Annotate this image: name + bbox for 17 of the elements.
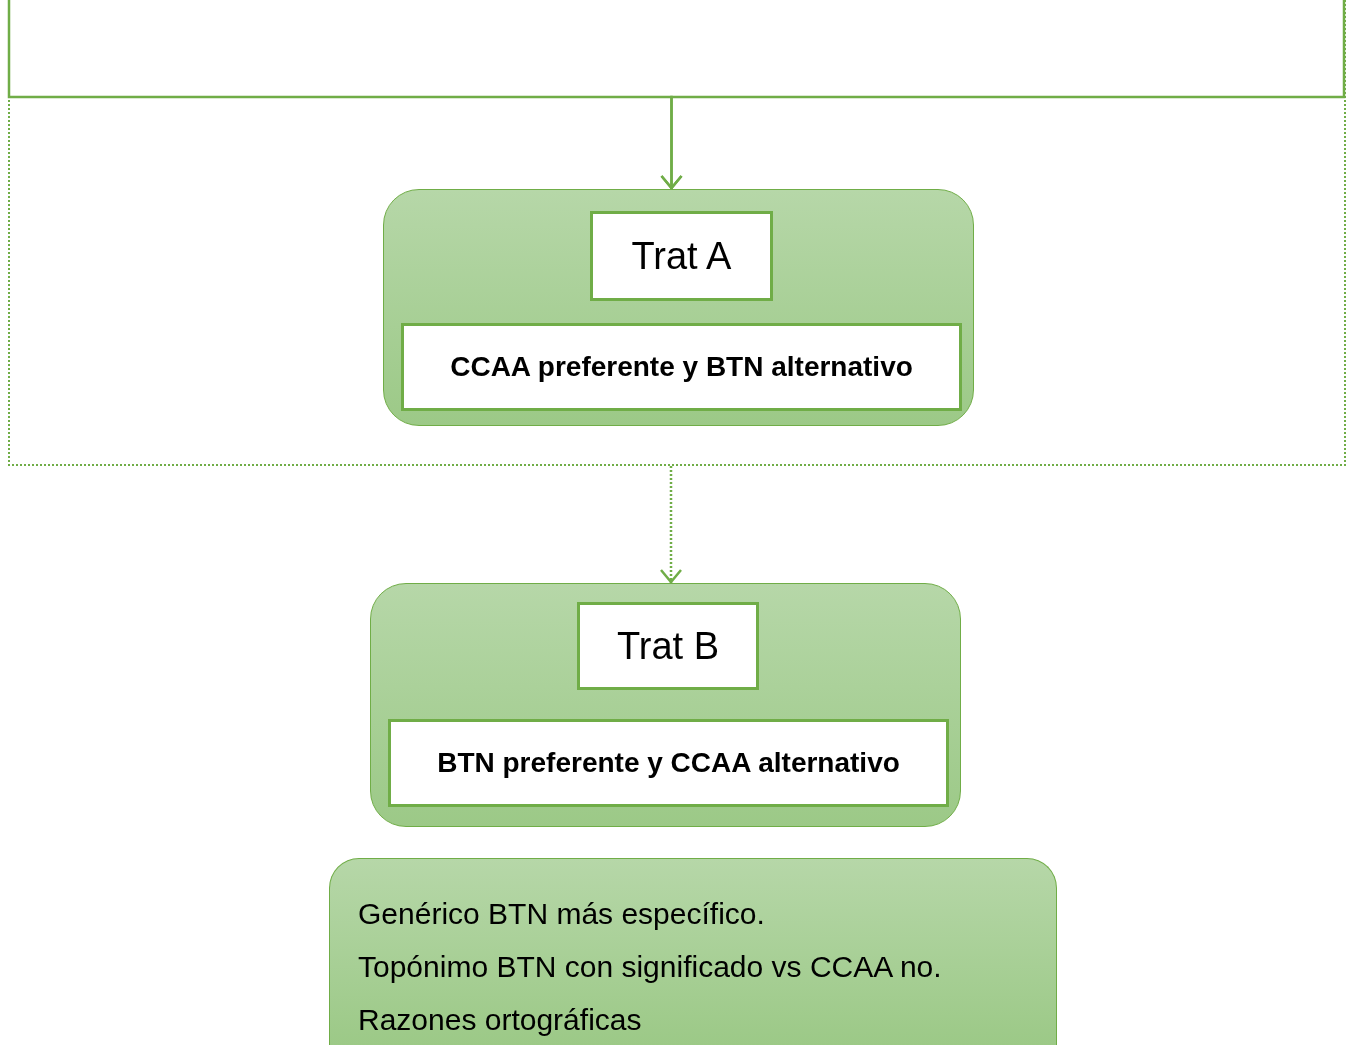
arrow (660, 0, 1346, 190)
dotted-frame (8, 0, 1346, 466)
text: Razones ortográficas (358, 1002, 643, 1038)
label-box (577, 602, 759, 690)
label-box (401, 323, 962, 411)
text: Trat A (631, 233, 732, 279)
arrow (659, 466, 683, 584)
text: Trat B (616, 623, 720, 669)
group-panel (370, 583, 961, 827)
text: BTN preferente y CCAA alternativo (437, 746, 900, 780)
text: Genérico BTN más específico. (358, 896, 766, 932)
text: Topónimo BTN con significado vs CCAA no. (358, 949, 943, 985)
group-panel (383, 189, 974, 426)
label-box (388, 719, 949, 807)
note-panel (329, 858, 1057, 1045)
label-box (590, 211, 773, 301)
text: CCAA preferente y BTN alternativo (450, 350, 913, 384)
